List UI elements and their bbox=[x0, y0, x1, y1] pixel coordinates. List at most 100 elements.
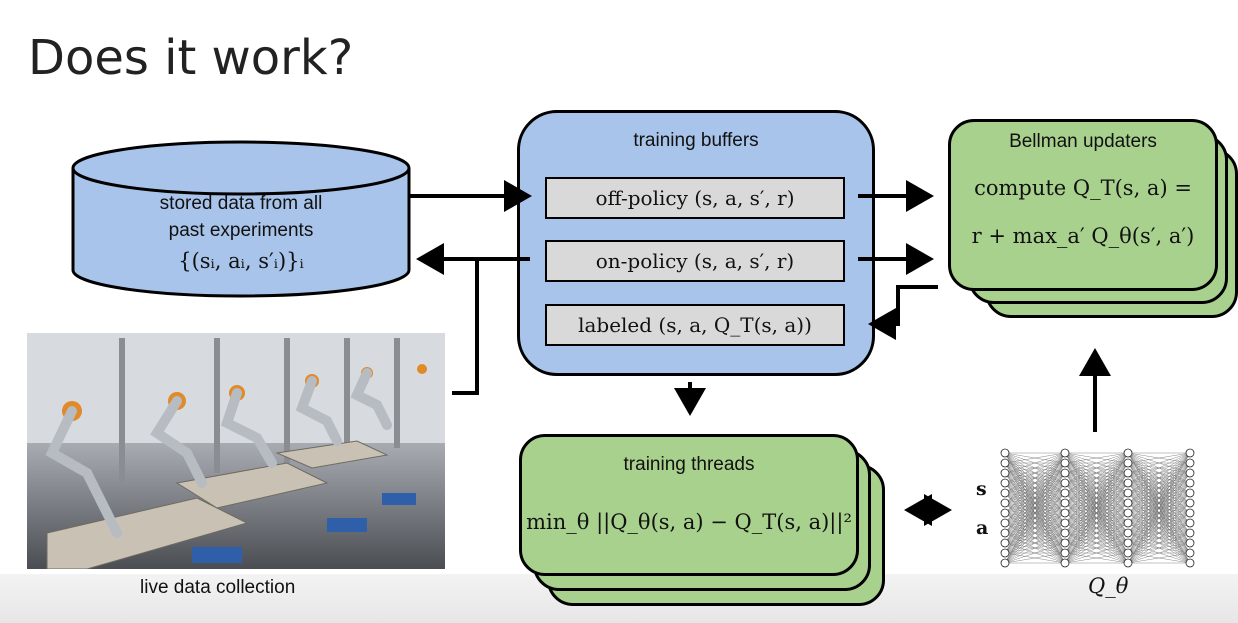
network-edge bbox=[1004, 482, 1066, 564]
network-node bbox=[1123, 498, 1133, 508]
network-node bbox=[1185, 478, 1195, 488]
q-network-diagram bbox=[1000, 448, 1195, 568]
network-edge bbox=[1004, 492, 1066, 564]
network-node bbox=[1060, 548, 1070, 558]
network-node bbox=[1185, 558, 1195, 568]
network-node bbox=[1185, 518, 1195, 528]
network-node bbox=[1000, 458, 1010, 468]
network-edge bbox=[1127, 522, 1191, 564]
network-edge bbox=[1004, 452, 1066, 494]
training-buffers-title: training buffers bbox=[633, 130, 759, 151]
network-edge bbox=[1127, 492, 1191, 564]
line-robots-to-onpolicy bbox=[452, 259, 479, 395]
network-edge bbox=[1064, 542, 1129, 564]
buffer-labeled: labeled (s, a, Q_T(s, a)) bbox=[545, 304, 845, 346]
network-edge bbox=[1004, 452, 1066, 534]
training-formula: min_θ ||Q_θ(s, a) − Q_T(s, a)||² bbox=[526, 510, 852, 534]
network-edge bbox=[1004, 472, 1066, 564]
network-edge bbox=[1127, 452, 1191, 564]
network-edge bbox=[1064, 502, 1129, 564]
network-edge bbox=[1004, 452, 1066, 514]
network-edge bbox=[1004, 462, 1066, 564]
network-node bbox=[1185, 498, 1195, 508]
network-node bbox=[1000, 498, 1010, 508]
network-edge bbox=[1127, 452, 1191, 544]
network-edge bbox=[1064, 452, 1129, 484]
buffer-off-policy: off-policy (s, a, s′, r) bbox=[545, 177, 845, 219]
network-node bbox=[1185, 508, 1195, 518]
network-node bbox=[1060, 498, 1070, 508]
network-edge bbox=[1004, 532, 1066, 564]
network-node bbox=[1185, 468, 1195, 478]
network-node bbox=[1123, 448, 1133, 458]
network-edge bbox=[1064, 522, 1129, 564]
bellman-line1: compute Q_T(s, a) = bbox=[974, 176, 1192, 200]
network-label: Q_θ bbox=[1088, 574, 1129, 598]
network-input-s: s bbox=[976, 478, 987, 500]
network-edge bbox=[1004, 552, 1066, 564]
network-edge bbox=[1064, 452, 1129, 474]
network-node bbox=[1123, 488, 1133, 498]
network-edge bbox=[1127, 452, 1191, 494]
network-edge bbox=[1064, 462, 1129, 564]
network-edge bbox=[1064, 452, 1129, 564]
network-edge bbox=[1004, 502, 1066, 564]
network-edge bbox=[1127, 532, 1191, 564]
network-edge bbox=[1127, 552, 1191, 564]
arrow-bellman-to-labeled bbox=[868, 285, 938, 340]
network-edge bbox=[1064, 452, 1129, 464]
network-edge bbox=[1004, 452, 1066, 564]
network-node bbox=[1000, 468, 1010, 478]
network-node bbox=[1185, 488, 1195, 498]
network-edge bbox=[1064, 452, 1129, 554]
network-node bbox=[1000, 548, 1010, 558]
network-edge bbox=[1127, 452, 1191, 534]
network-node bbox=[1000, 488, 1010, 498]
network-node bbox=[1123, 478, 1133, 488]
network-edge bbox=[1064, 452, 1129, 514]
network-edge bbox=[1004, 542, 1066, 564]
network-node bbox=[1060, 508, 1070, 518]
network-edge bbox=[1127, 542, 1191, 564]
network-node bbox=[1000, 518, 1010, 528]
network-node bbox=[1123, 468, 1133, 478]
network-node bbox=[1123, 558, 1133, 568]
network-node bbox=[1123, 518, 1133, 528]
network-edge bbox=[1064, 532, 1129, 564]
network-node bbox=[1123, 538, 1133, 548]
network-input-a: a bbox=[976, 517, 989, 539]
robot-arms-illustration bbox=[27, 333, 445, 569]
network-node bbox=[1060, 518, 1070, 528]
network-node bbox=[1123, 548, 1133, 558]
storage-cylinder bbox=[71, 140, 411, 298]
network-node bbox=[1185, 528, 1195, 538]
slide-title: Does it work? bbox=[28, 30, 354, 86]
network-edge bbox=[1004, 452, 1066, 554]
network-node bbox=[1000, 478, 1010, 488]
network-node bbox=[1123, 508, 1133, 518]
storage-label: stored data from all past experiments {(… bbox=[100, 190, 382, 275]
network-node bbox=[1060, 488, 1070, 498]
network-edge bbox=[1064, 452, 1129, 504]
network-node bbox=[1060, 558, 1070, 568]
network-edge bbox=[1127, 462, 1191, 564]
network-node bbox=[1060, 448, 1070, 458]
network-edge bbox=[1064, 512, 1129, 564]
network-edge bbox=[1064, 452, 1129, 494]
network-node bbox=[1000, 528, 1010, 538]
network-node bbox=[1185, 548, 1195, 558]
buffer-on-policy: on-policy (s, a, s′, r) bbox=[545, 240, 845, 282]
photo-caption: live data collection bbox=[140, 577, 296, 598]
network-node bbox=[1060, 468, 1070, 478]
network-edge bbox=[1064, 482, 1129, 564]
network-edge bbox=[1127, 452, 1191, 554]
network-edge bbox=[1004, 512, 1066, 564]
training-threads-title: training threads bbox=[623, 454, 755, 475]
storage-line2: past experiments bbox=[168, 220, 314, 241]
robot-photo bbox=[27, 333, 445, 569]
network-edge bbox=[1004, 452, 1066, 504]
network-edge bbox=[1127, 502, 1191, 564]
network-edge bbox=[1004, 452, 1066, 544]
training-threads-box bbox=[519, 434, 859, 576]
